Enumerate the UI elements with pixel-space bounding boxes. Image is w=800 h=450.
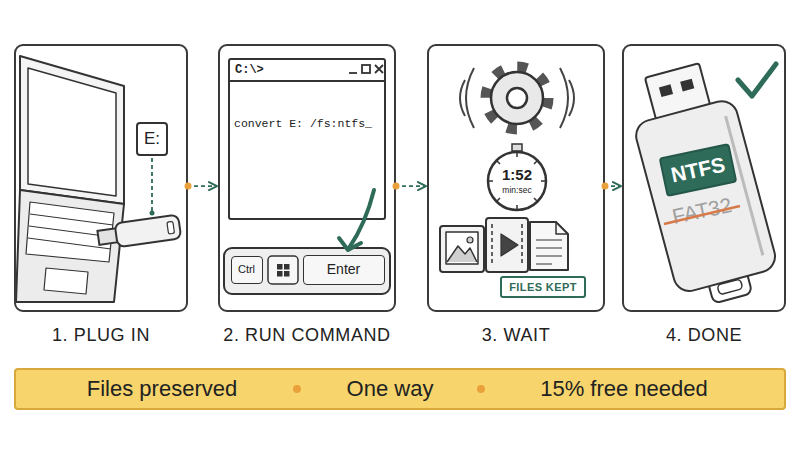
image-mountains [447,246,477,262]
lanyard-ring [706,264,752,303]
key-label: Ctrl [232,257,261,282]
window-title: C:\> [230,60,384,82]
windows-logo-part [277,271,283,277]
timer-value: 1:52 [486,166,548,184]
timer-unit: min:sec [486,184,548,196]
step-label: 4. DONE [584,322,800,348]
flow-arrow [611,185,621,187]
laptop-illustration [16,56,124,302]
key-label: Enter [304,256,383,283]
connector-dot [602,183,609,190]
drive-body [633,98,779,295]
usb-plug [97,228,119,245]
windows-key [268,256,298,284]
key-cap: Enter [303,255,385,285]
laptop-lid [20,56,124,204]
windows-logo-part [277,264,283,270]
connector-dot [393,183,400,190]
flow-arrow [194,185,217,187]
filesystem-name: NTFS [661,145,735,194]
windows-logo-part [284,264,290,270]
drive-connector [645,63,712,124]
connector-hole [660,86,672,96]
laptop-keyboard [26,202,114,262]
step-panel: 3. WAIT1:52min:secFILES KEPT [427,44,605,312]
step-panel: 2. RUN COMMANDC:\>convert E: /fs:ntfs_Ct… [218,44,396,312]
usb-stick [97,215,182,250]
timer-clock: 1:52min:sec [486,150,548,212]
video-file [486,218,528,272]
usb-drive [622,57,784,312]
step-panel: 1. PLUG INE: [14,44,188,312]
gear-icon [460,67,574,129]
step-label: 1. PLUG IN [0,322,226,348]
drive-shading [726,116,763,255]
summary-item: Files preserved [42,370,282,408]
old-filesystem: FAT32 [662,190,742,231]
press-arrow-head [339,238,361,250]
file-icons [440,218,568,272]
key-cap: Ctrl [231,256,263,284]
leader-dot [150,211,155,216]
laptop-touchpad [44,268,88,294]
summary-item: One way [330,370,450,408]
connector-hole [681,80,693,90]
clock-knob [512,144,522,151]
laptop-base [16,190,124,302]
video-perforations [492,224,522,266]
badge-text: FILES KEPT [502,278,584,296]
summary-band: Files preserved One way 15% free needed [14,368,786,410]
play-triangle [501,234,518,256]
windows-logo-part [284,271,290,277]
gear-body [491,72,543,124]
motion-arcs [460,68,574,128]
document-file [530,222,568,270]
windows-logo [277,264,290,277]
leader-line [151,158,153,211]
usb-detail [167,221,175,234]
keyboard-tray [224,248,390,294]
step-label: 3. WAIT [389,322,643,348]
summary-item: 15% free needed [504,370,744,408]
image-file [440,226,484,272]
drive-letter-leader [150,158,155,216]
laptop-screen [28,68,116,196]
image-sun [467,237,473,243]
keyboard-rows [28,214,113,249]
step-panel: 4. DONENTFS [622,44,786,312]
done-checkmark [738,64,776,96]
step-label: 2. RUN COMMAND [180,322,434,348]
flow-arrow [402,185,426,187]
document-fold [556,222,568,234]
usb-body [115,215,182,248]
image-frame [446,232,478,264]
connector-dot [185,183,192,190]
keyboard-strip [224,248,390,294]
drive-letter-callout: E: [136,122,168,156]
filesystem-label: NTFS [659,143,738,197]
flow-connector [393,183,427,190]
command-window: C:\> convert E: /fs:ntfs_ [228,58,386,220]
lanyard-hole [717,279,743,295]
drive-letter: E: [138,124,166,154]
flow-connector [185,183,218,190]
command-text: convert E: /fs:ntfs_ [234,114,384,134]
status-badge: FILES KEPT [500,276,586,298]
gear-hole [507,88,527,108]
document-lines [536,240,562,264]
gear-teeth [486,67,548,129]
